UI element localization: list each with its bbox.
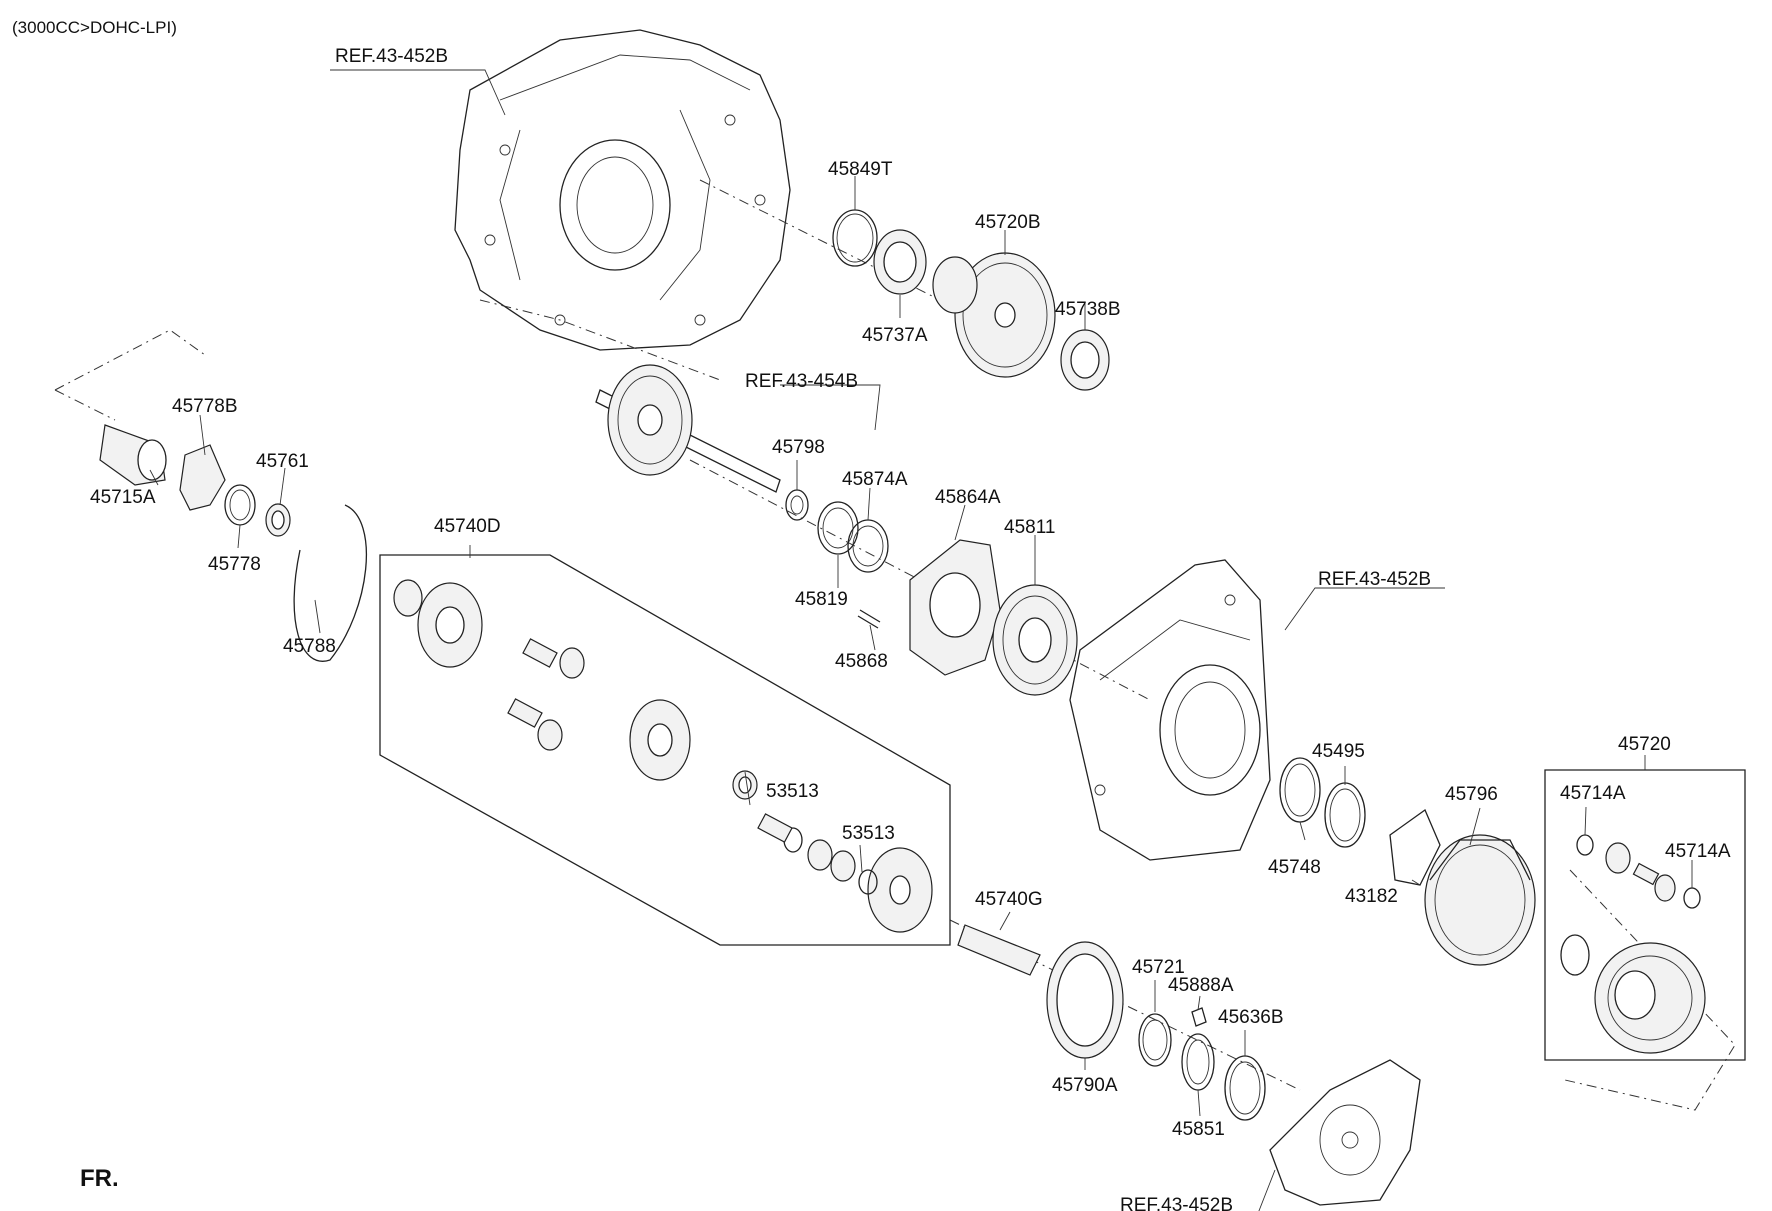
- part-label-45740G[interactable]: 45740G: [975, 889, 1043, 910]
- part-45790A-shape: [1046, 941, 1124, 1059]
- part-45849T-shape: [832, 209, 878, 267]
- part-45788-shape: [293, 504, 368, 662]
- part-label-45874A[interactable]: 45874A: [842, 469, 908, 490]
- part-label-45868[interactable]: 45868: [835, 651, 888, 672]
- part-label-45740D[interactable]: 45740D: [434, 516, 501, 537]
- part-label-45811[interactable]: 45811: [1004, 517, 1056, 538]
- transmission-cover-bottom: [1269, 1059, 1421, 1206]
- part-label-53513-lower[interactable]: 53513: [842, 823, 895, 844]
- part-label-45849T[interactable]: 45849T: [828, 159, 893, 180]
- part-label-45738B[interactable]: 45738B: [1055, 299, 1121, 320]
- part-label-53513-upper[interactable]: 53513: [766, 781, 819, 802]
- part-45796-shape: [1424, 834, 1536, 966]
- part-label-45851[interactable]: 45851: [1172, 1119, 1225, 1140]
- part-45737A-shape: [873, 229, 927, 295]
- front-direction-marker: FR.: [80, 1165, 119, 1192]
- part-label-45798[interactable]: 45798: [772, 437, 825, 458]
- part-label-45715A[interactable]: 45715A: [90, 487, 156, 508]
- part-45740G-shape: [957, 924, 1041, 976]
- part-label-45748[interactable]: 45748: [1268, 857, 1321, 878]
- ref-label-43-454b[interactable]: REF.43-454B: [745, 371, 859, 392]
- part-label-43182[interactable]: 43182: [1345, 886, 1398, 907]
- ref-label-43-452b-mid[interactable]: REF.43-452B: [1318, 569, 1432, 590]
- part-45720B-shape: [932, 252, 1056, 378]
- part-label-45864A[interactable]: 45864A: [935, 487, 1001, 508]
- part-label-45788[interactable]: 45788: [283, 636, 336, 657]
- part-45738B-shape: [1060, 329, 1110, 391]
- part-label-45778[interactable]: 45778: [208, 554, 261, 575]
- part-label-45714A-right[interactable]: 45714A: [1665, 841, 1731, 862]
- part-label-45761[interactable]: 45761: [256, 451, 309, 472]
- part-45740D-group: [379, 554, 951, 946]
- part-45715A-shape: [99, 424, 167, 486]
- part-label-45720B[interactable]: 45720B: [975, 212, 1041, 233]
- transmission-case-top: [454, 29, 791, 351]
- part-label-45819[interactable]: 45819: [795, 589, 848, 610]
- part-45864A-shape: [909, 539, 1001, 676]
- part-45778B-shape: [179, 444, 226, 511]
- part-45811-shape: [992, 584, 1078, 696]
- part-label-45714A-left[interactable]: 45714A: [1560, 783, 1626, 804]
- shaft-ref-43-454b-shape: [595, 364, 781, 493]
- part-label-45636B[interactable]: 45636B: [1218, 1007, 1284, 1028]
- part-label-45737A[interactable]: 45737A: [862, 325, 928, 346]
- engine-spec-caption: (3000CC>DOHC-LPI): [12, 18, 177, 37]
- part-label-45790A[interactable]: 45790A: [1052, 1075, 1118, 1096]
- transmission-case-mid: [1069, 559, 1271, 861]
- part-label-45796[interactable]: 45796: [1445, 784, 1498, 805]
- part-label-45778B[interactable]: 45778B: [172, 396, 238, 417]
- ref-label-43-452b-top[interactable]: REF.43-452B: [335, 46, 449, 67]
- part-45720-box: [1544, 769, 1746, 1061]
- ref-label-43-452b-bottom[interactable]: REF.43-452B: [1120, 1195, 1234, 1211]
- part-label-45888A[interactable]: 45888A: [1168, 975, 1234, 996]
- part-label-45720[interactable]: 45720: [1618, 734, 1671, 755]
- part-label-45495[interactable]: 45495: [1312, 741, 1365, 762]
- part-label-45721[interactable]: 45721: [1132, 957, 1185, 978]
